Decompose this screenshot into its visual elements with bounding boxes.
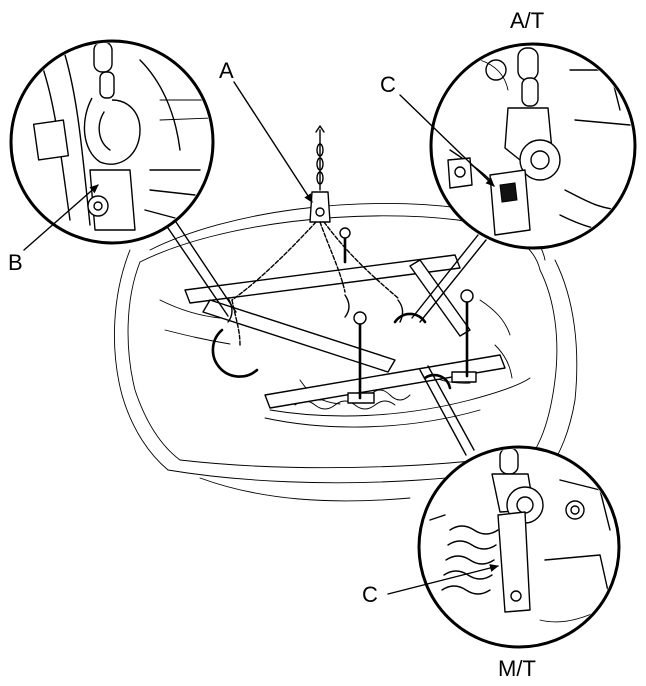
label-mt: M/T	[498, 656, 536, 681]
engine-support-hanger	[184, 227, 506, 409]
lift-chains	[231, 221, 399, 346]
label-b: B	[8, 250, 23, 275]
label-at: A/T	[510, 8, 544, 33]
detail-circle-mt	[417, 445, 621, 649]
label-c-top: C	[380, 72, 396, 97]
detail-leaders	[167, 221, 487, 456]
label-pointers	[23, 81, 499, 595]
label-a: A	[219, 58, 234, 83]
lifting-hook-a	[309, 125, 331, 223]
detail-circle-at	[429, 42, 637, 250]
label-c-bottom: C	[362, 582, 378, 607]
detail-circle-left	[9, 39, 215, 245]
